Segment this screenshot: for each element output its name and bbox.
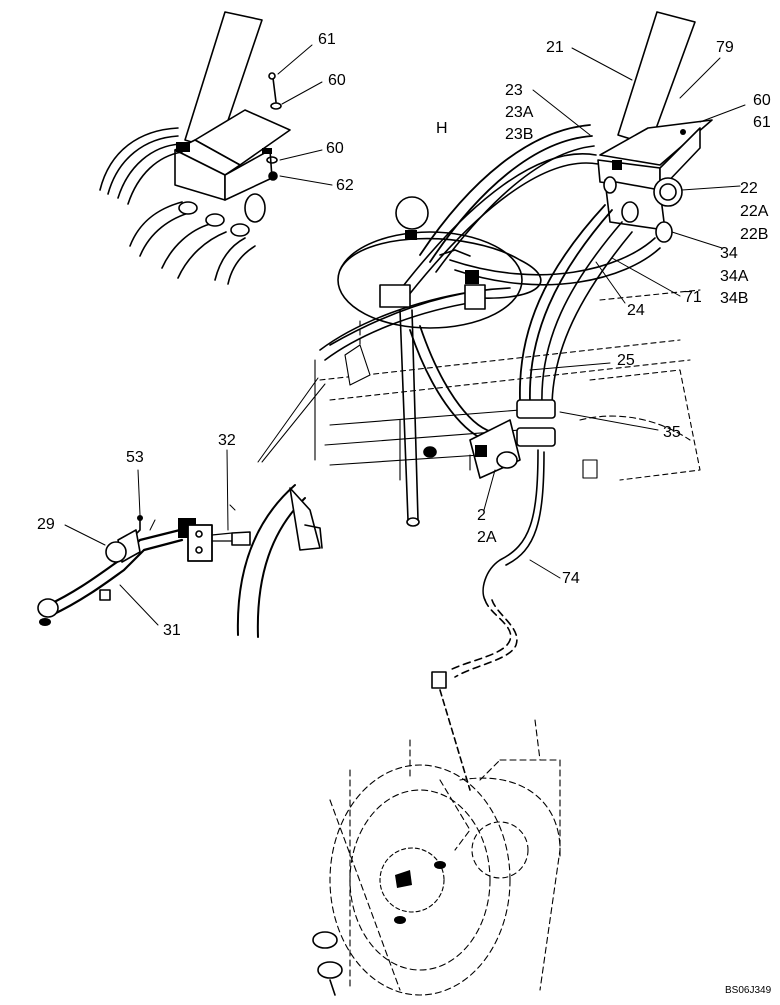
callout-60: 60	[753, 92, 771, 109]
callout-35: 35	[663, 424, 681, 441]
callout-24: 24	[627, 302, 645, 319]
callout-31: 31	[163, 622, 181, 639]
callout-62: 62	[336, 177, 354, 194]
callout-23a: 23A	[505, 104, 534, 121]
brake-line-detail	[37, 377, 326, 638]
hose-clamps	[423, 399, 556, 479]
figure-code: BS06J349	[725, 985, 772, 996]
leader-lines	[64, 47, 746, 626]
callout-79: 79	[716, 39, 734, 56]
callout-23b: 23B	[505, 126, 534, 143]
callout-74: 74	[562, 570, 580, 587]
callout-60-inset-upper: 60	[328, 72, 346, 89]
axle-hub	[312, 719, 561, 996]
callout-61: 61	[753, 114, 771, 131]
hose-74	[431, 449, 545, 791]
hose-bundle	[319, 124, 661, 527]
callout-25: 25	[617, 352, 635, 369]
callout-32: 32	[218, 432, 236, 449]
callout-23: 23	[505, 82, 523, 99]
callout-29: 29	[37, 516, 55, 533]
inset-pedal-detail	[99, 11, 333, 285]
callout-h: H	[436, 120, 448, 137]
pedal-assembly	[597, 11, 713, 243]
callout-61-inset: 61	[318, 31, 336, 48]
callout-60-inset-lower: 60	[326, 140, 344, 157]
callout-71: 71	[684, 289, 702, 306]
callout-34: 34	[720, 245, 738, 262]
callout-22b: 22B	[740, 226, 769, 243]
callout-2: 2	[477, 507, 486, 524]
callout-22: 22	[740, 180, 758, 197]
callout-2a: 2A	[477, 529, 497, 546]
callout-22a: 22A	[740, 203, 769, 220]
callout-34a: 34A	[720, 268, 749, 285]
callout-34b: 34B	[720, 290, 749, 307]
callout-53: 53	[126, 449, 144, 466]
callout-21: 21	[546, 39, 564, 56]
